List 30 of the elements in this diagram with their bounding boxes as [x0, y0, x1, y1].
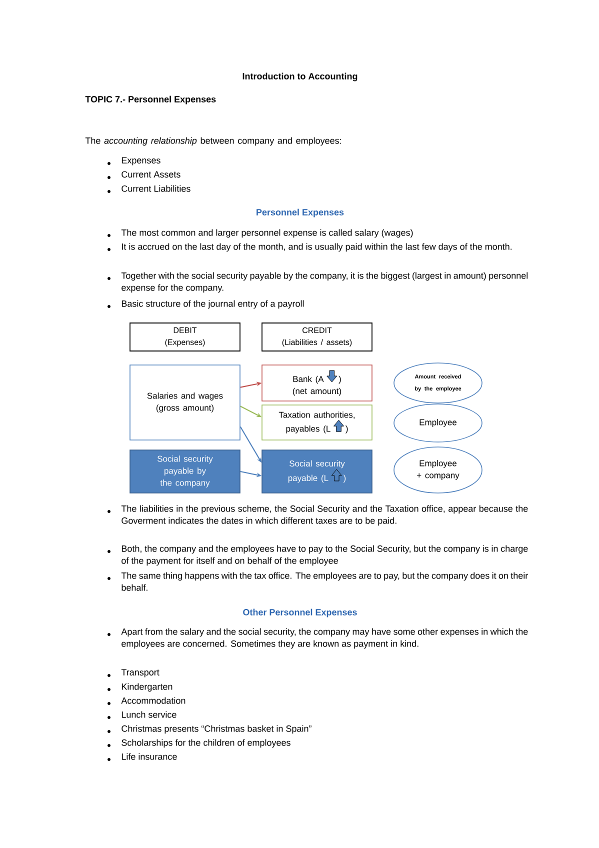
list-item: Both, the company and the employees have to pay to the Social Security, but the company is in charge of the payment for itself and on behalf of the employee [122, 545, 528, 566]
account-box: Salaries and wages (gross amount) [130, 364, 240, 440]
list-item: Life insurance [122, 753, 177, 760]
account-box: Social security payable by the company [130, 450, 240, 494]
paragraph: The accounting relationship between company and employees: [85, 137, 341, 146]
heading: Personnel Expenses [256, 208, 344, 218]
list-item: Lunch service [122, 711, 176, 718]
list-item: Basic structure of the journal entry of a payroll [122, 300, 304, 309]
list-item: It is accrued on the last day of the month, and is usually paid within the last few days of the month. [122, 243, 512, 252]
list-item: Christmas presents “Christmas basket in Spain” [122, 725, 312, 734]
account-box: CREDIT (Liabilities / assets) [262, 322, 372, 352]
list-item: Transport [121, 669, 160, 678]
list-item: The most common and larger personnel expense is called salary (wages) [121, 229, 413, 238]
account-box: Bank (A ) (net amount) [262, 364, 372, 402]
list-item: Scholarships for the children of employees [122, 739, 290, 748]
heading: TOPIC 7.- Personnel Expenses [85, 96, 216, 104]
list-item: The same thing happens with the tax office. The employees are to pay, but the company does it on their behalf. [121, 572, 528, 591]
list-item: Current Liabilities [122, 185, 190, 192]
list-item: Apart from the salary and the social security, the company may have some other expenses in which the employees are concerned. Sometimes they are known as payment in kind. [121, 628, 528, 649]
account-box: DEBIT (Expenses) [130, 322, 240, 352]
heading: Other Personnel Expenses [243, 608, 357, 618]
list-item: Kindergarten [122, 683, 172, 692]
account-box: Taxation authorities, payables (L ) [262, 404, 372, 440]
list-item: Current Assets [122, 171, 180, 178]
list-item: Expenses [122, 157, 160, 166]
account-box: Social security payable (L ) [262, 450, 372, 494]
list-item: The liabilities in the previous scheme, the Social Security and the Taxation office, appear because the Goverment indicates the dates in which different taxes are to be paid. [121, 505, 528, 526]
list-item: Accommodation [121, 697, 186, 704]
list-item: Together with the social security payable by the company, it is the biggest (largest in amount) personnel expense for the company. [121, 272, 528, 293]
title: Introduction to Accounting [242, 72, 358, 82]
